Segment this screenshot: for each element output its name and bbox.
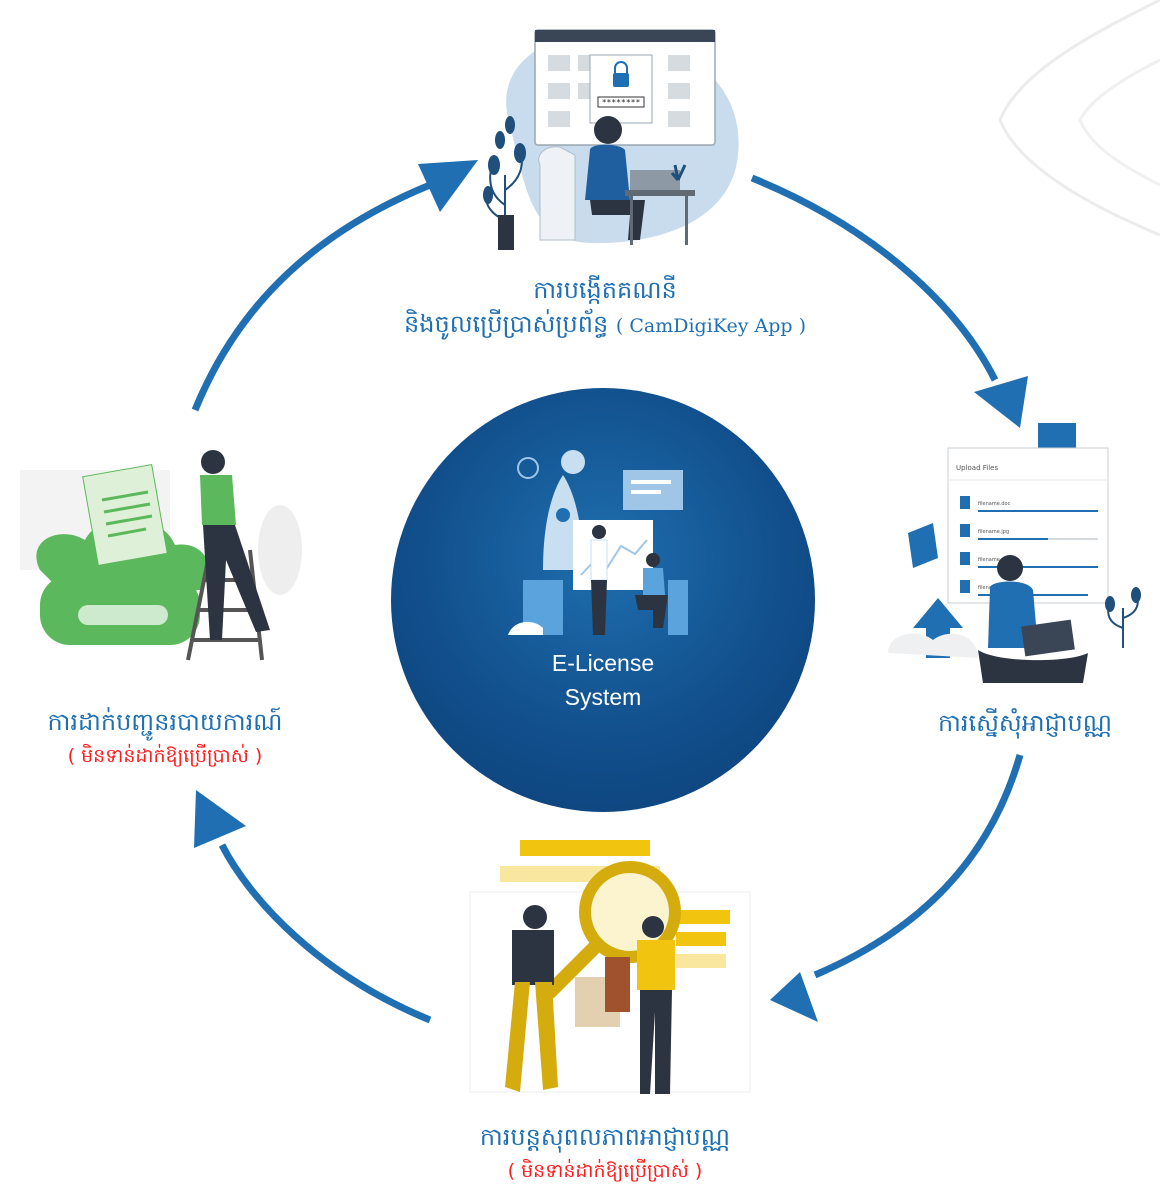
illustration-report bbox=[0, 440, 330, 680]
password-mask: ******** bbox=[602, 98, 641, 107]
svg-text:filename: filename bbox=[978, 585, 1000, 591]
arrow-top-right bbox=[750, 174, 1028, 428]
step-label-submit-report: ការដាក់បញ្ជូនរបាយការណ៍ ( មិនទាន់ដាក់ឱ្យប… bbox=[10, 705, 320, 773]
step-title: ការស្នើសុំអាជ្ញាបណ្ណ bbox=[937, 709, 1113, 737]
file-row: filename.jpg bbox=[960, 524, 1098, 540]
arrow-bottom-left bbox=[194, 790, 432, 1024]
app-name: ( CamDigiKey App ) bbox=[615, 315, 806, 337]
center-label: E-License System bbox=[391, 646, 815, 714]
arrow-top-left bbox=[191, 160, 478, 412]
status-note: ( មិនទាន់ដាក់ឱ្យប្រើប្រាស់ ) bbox=[507, 1160, 703, 1182]
svg-text:filename.png: filename.png bbox=[978, 557, 1011, 563]
illustration-login: ******** bbox=[480, 5, 750, 255]
upload-title: Upload Files bbox=[956, 464, 998, 472]
step-label-renew-license: ការបន្តសុពលភាពអាជ្ញាបណ្ណ ( មិនទាន់ដាក់ឱ្… bbox=[420, 1120, 790, 1188]
step-title: ការបន្តសុពលភាពអាជ្ញាបណ្ណ bbox=[479, 1123, 731, 1151]
step-subtitle: និងចូលប្រើប្រាស់ប្រព័ន្ធ ( CamDigiKey Ap… bbox=[404, 310, 806, 338]
step-title: ការបង្កើតគណនី bbox=[533, 276, 677, 304]
illustration-renewal bbox=[440, 832, 770, 1122]
svg-text:filename.jpg: filename.jpg bbox=[978, 529, 1009, 535]
step-label-create-account: ការបង្កើតគណនី និងចូលប្រើប្រាស់ប្រព័ន្ធ (… bbox=[380, 273, 830, 343]
center-label-line2: System bbox=[564, 684, 642, 710]
arrow-bottom-right bbox=[770, 754, 1024, 1022]
illustration-upload: Upload Files filename.doc filename.jpg f… bbox=[878, 418, 1160, 690]
center-circle: E-License System bbox=[391, 388, 815, 812]
step-label-apply-license: ការស្នើសុំអាជ្ញាបណ្ណ bbox=[905, 706, 1145, 740]
status-note: ( មិនទាន់ដាក់ឱ្យប្រើប្រាស់ ) bbox=[67, 745, 263, 767]
decorative-outline bbox=[998, 0, 1160, 237]
center-label-line1: E-License bbox=[551, 650, 655, 676]
center-illustration bbox=[508, 450, 688, 635]
step-title: ការដាក់បញ្ជូនរបាយការណ៍ bbox=[47, 708, 283, 736]
svg-text:filename.doc: filename.doc bbox=[978, 501, 1011, 507]
file-row: filename.doc bbox=[960, 496, 1098, 512]
file-row: filename.png bbox=[960, 552, 1098, 568]
